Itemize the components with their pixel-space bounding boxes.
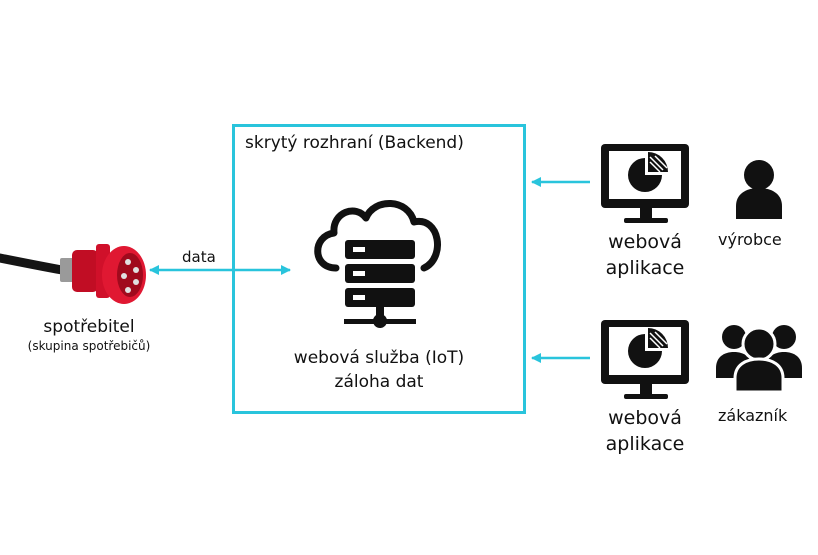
app-line2: aplikace (605, 433, 685, 455)
consumer-label: spotřebitel (skupina spotřebičů) (0, 316, 178, 354)
power-plug-icon (0, 244, 146, 304)
app-line2: aplikace (605, 257, 685, 279)
web-app-label: webová aplikace (597, 405, 693, 457)
role-label-producer: výrobce (718, 230, 782, 249)
cloud-server-icon (314, 200, 441, 328)
app-line1: webová (608, 231, 682, 253)
people-group-icon (716, 325, 802, 394)
person-icon (736, 160, 782, 219)
consumer-subtitle: (skupina spotřebičů) (27, 339, 151, 353)
service-line1: webová služba (IoT) (293, 348, 465, 368)
app-line1: webová (608, 407, 682, 429)
role-label-customer: zákazník (718, 406, 788, 425)
monitor-chart-icon (601, 320, 689, 399)
web-service-label: webová služba (IoT) záloha dat (232, 346, 526, 394)
data-connection-label: data (182, 248, 216, 266)
service-line2: záloha dat (334, 372, 424, 392)
web-app-label: webová aplikace (597, 229, 693, 281)
backend-box (232, 124, 526, 414)
backend-title: skrytý rozhraní (Backend) (245, 133, 464, 153)
monitor-chart-icon (601, 144, 689, 223)
consumer-title: spotřebitel (43, 317, 135, 337)
